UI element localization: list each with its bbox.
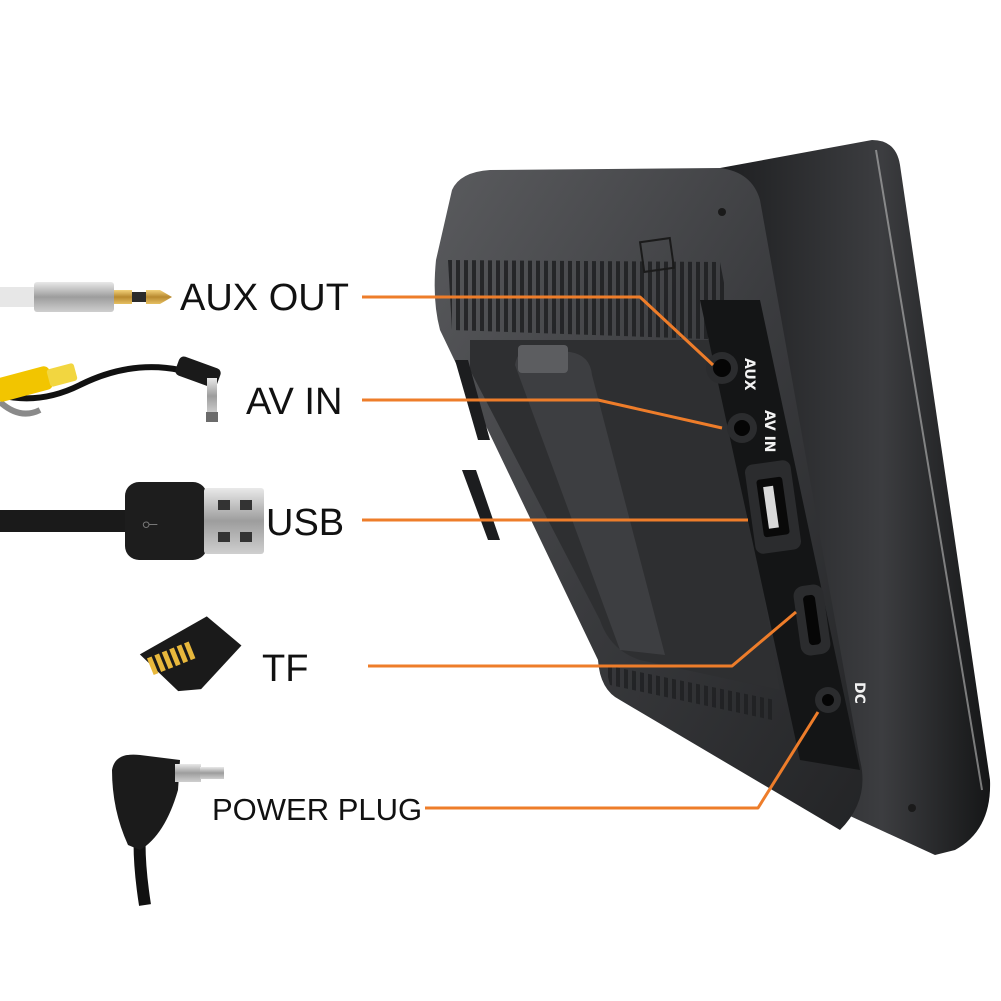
device-top-vents [448, 260, 735, 340]
dc-port: DC [815, 682, 867, 713]
device-bracket [515, 347, 665, 655]
device-bracket-tab [518, 345, 568, 373]
tf-slot [793, 584, 831, 656]
sd-card-icon [139, 616, 242, 692]
label-usb: USB [266, 502, 344, 544]
leader-lines [362, 295, 820, 810]
screw-icon [908, 804, 916, 812]
rca-cable-icon [0, 356, 221, 422]
av-in-port-label: AV IN [761, 410, 777, 453]
av-in-port: AV IN [727, 410, 777, 453]
screw-icon [718, 208, 726, 216]
svg-text:⟜: ⟜ [142, 511, 158, 535]
dc-port-label: DC [851, 682, 867, 704]
leader-line-tf [368, 610, 797, 668]
leader-line-aux-out [362, 295, 715, 367]
leader-line-av-in [362, 398, 723, 430]
aux-cable-icon [0, 282, 172, 312]
leader-line-power-plug [425, 711, 820, 810]
usb-port [744, 460, 802, 554]
label-av-in: AV IN [246, 381, 342, 423]
usb-cable-icon: ⟜ [0, 482, 264, 560]
aux-port: AUX [706, 352, 757, 391]
device-edge-highlight [875, 149, 983, 791]
device-left-vents [455, 360, 500, 540]
label-tf: TF [262, 648, 308, 690]
aux-port-label: AUX [741, 358, 757, 391]
label-power-plug: POWER PLUG [212, 792, 422, 827]
device-marker [638, 236, 676, 274]
label-aux-out: AUX OUT [180, 277, 349, 319]
device-back: AUX AV IN DC [434, 140, 991, 855]
device-bottom-vents [605, 665, 775, 720]
dc-plug-icon [112, 754, 224, 906]
